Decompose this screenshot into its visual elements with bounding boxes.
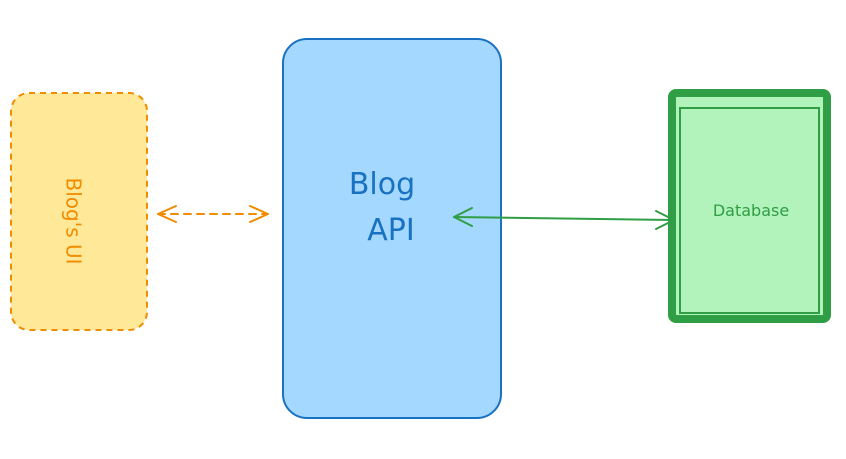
edge-api-db-arrowhead-left [453,207,473,227]
node-database-inner [679,107,820,314]
edge-api-db[interactable] [453,207,675,230]
node-blogs-ui-label: Blog's UI [62,177,86,264]
node-blog-api[interactable]: Blog API [282,38,502,419]
node-blogs-ui-shape [10,92,148,331]
node-blogs-ui[interactable]: Blog's UI [10,92,148,331]
node-blog-api-label-line1: Blog [349,167,415,202]
node-database[interactable]: Database [668,89,831,323]
node-blog-api-shape [282,38,502,419]
edge-ui-api-arrowhead-left [157,205,177,223]
edge-api-db-arrowhead-right [655,210,675,230]
edge-ui-api[interactable] [157,205,269,223]
edge-ui-api-arrowhead-right [249,205,269,223]
node-blog-api-label-line2: API [367,213,414,248]
edge-api-db-line [453,216,675,221]
node-database-label: Database [713,201,789,220]
